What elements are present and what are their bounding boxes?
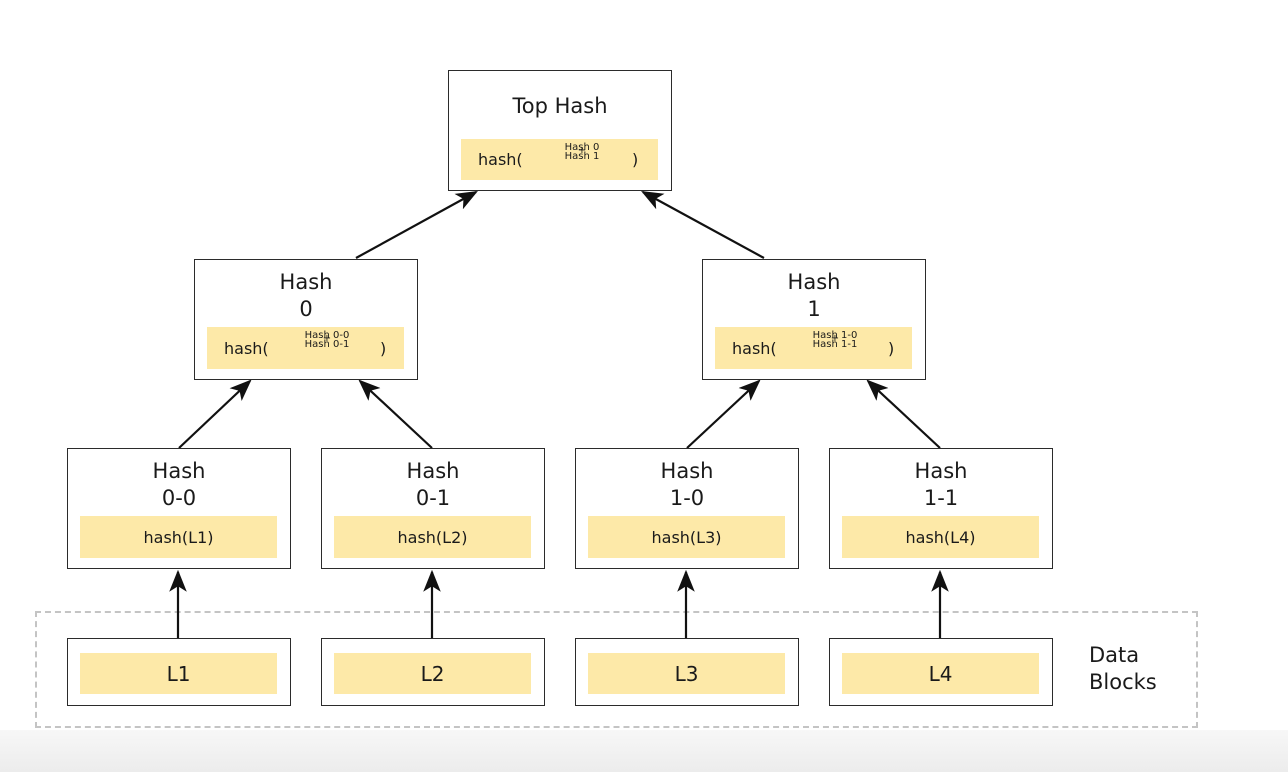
leaf-l1-pad: L1	[80, 653, 277, 694]
hash-0-operand-1: Hash 0-0	[304, 330, 350, 341]
data-blocks-label: Data Blocks	[1089, 642, 1157, 696]
top-hash-title: Top Hash	[512, 94, 608, 118]
hash-0-0-formula-text: hash(L1)	[143, 527, 214, 547]
hash-0-fn: hash(	[224, 338, 269, 358]
hash-0-title-line2: 0	[299, 297, 313, 321]
top-hash-operand-2: Hash 1	[564, 151, 600, 162]
top-hash-formula: hash( Hash 0 + Hash 1 )	[461, 139, 658, 180]
hash-0-node: Hash 0 hash( Hash 0-0 + Hash 0-1 )	[194, 259, 418, 380]
hash-1-0-node: Hash 1-0 hash(L3)	[575, 448, 799, 569]
hash-1-0-title-line2: 1-0	[669, 486, 705, 510]
bottom-strip	[0, 730, 1288, 772]
hash-0-1-node: Hash 0-1 hash(L2)	[321, 448, 545, 569]
hash-1-1-title-line1: Hash	[914, 459, 968, 483]
top-hash-close: )	[632, 150, 639, 169]
hash-1-title-line1: Hash	[787, 270, 841, 294]
top-hash-operands: Hash 0 + Hash 1	[553, 142, 611, 162]
leaf-l1-label: L1	[166, 661, 191, 686]
hash-1-operand-2: Hash 1-1	[812, 339, 858, 350]
data-blocks-group	[35, 611, 1198, 728]
leaf-l2-pad: L2	[334, 653, 531, 694]
hash-0-1-formula: hash(L2)	[334, 516, 531, 558]
data-blocks-label-line1: Data	[1089, 643, 1140, 667]
hash-0-0-formula: hash(L1)	[80, 516, 277, 558]
hash-0-1-title-line1: Hash	[406, 459, 460, 483]
arrow-hash-1-to-top	[641, 190, 765, 259]
hash-1-operand-1: Hash 1-0	[812, 330, 858, 341]
top-hash-plus: +	[577, 145, 587, 156]
hash-1-0-formula-text: hash(L3)	[651, 527, 722, 547]
arrow-hash-1-1-to-hash-1	[866, 379, 941, 449]
leaf-l4-node: L4	[829, 638, 1053, 706]
hash-1-0-formula: hash(L3)	[588, 516, 785, 558]
hash-0-plus: +	[322, 333, 332, 344]
hash-1-1-title-line2: 1-1	[923, 486, 959, 510]
hash-1-0-title-line1: Hash	[660, 459, 714, 483]
leaf-l4-pad: L4	[842, 653, 1039, 694]
arrow-hash-0-0-to-hash-0	[178, 379, 252, 449]
hash-0-1-formula-text: hash(L2)	[397, 527, 468, 547]
leaf-l4-label: L4	[928, 661, 953, 686]
hash-1-1-node: Hash 1-1 hash(L4)	[829, 448, 1053, 569]
top-hash-fn: hash(	[478, 150, 523, 169]
top-hash-node: Top Hash hash( Hash 0 + Hash 1 )	[448, 70, 672, 191]
data-blocks-label-line2: Blocks	[1089, 670, 1157, 694]
hash-0-operands: Hash 0-0 + Hash 0-1	[295, 330, 359, 350]
hash-1-1-formula: hash(L4)	[842, 516, 1039, 558]
hash-0-0-title-line1: Hash	[152, 459, 206, 483]
hash-0-close: )	[380, 338, 387, 358]
hash-1-formula: hash( Hash 1-0 + Hash 1-1 )	[715, 327, 912, 369]
hash-0-operand-2: Hash 0-1	[304, 339, 350, 350]
arrow-hash-1-0-to-hash-1	[686, 379, 761, 449]
leaf-l3-pad: L3	[588, 653, 785, 694]
hash-1-title-line2: 1	[807, 297, 821, 321]
leaf-l2-label: L2	[420, 661, 445, 686]
hash-1-close: )	[888, 338, 895, 358]
hash-1-1-formula-text: hash(L4)	[905, 527, 976, 547]
hash-0-1-title-line2: 0-1	[415, 486, 451, 510]
leaf-l1-node: L1	[67, 638, 291, 706]
hash-1-fn: hash(	[732, 338, 777, 358]
hash-0-title-line1: Hash	[279, 270, 333, 294]
hash-0-0-title-line2: 0-0	[161, 486, 197, 510]
hash-1-operands: Hash 1-0 + Hash 1-1	[803, 330, 867, 350]
leaf-l3-node: L3	[575, 638, 799, 706]
hash-1-plus: +	[830, 333, 840, 344]
arrow-hash-0-1-to-hash-0	[358, 379, 433, 449]
leaf-l2-node: L2	[321, 638, 545, 706]
top-hash-operand-1: Hash 0	[564, 142, 600, 153]
leaf-l3-label: L3	[674, 661, 699, 686]
arrow-hash-0-to-top	[355, 190, 478, 259]
hash-0-0-node: Hash 0-0 hash(L1)	[67, 448, 291, 569]
hash-0-formula: hash( Hash 0-0 + Hash 0-1 )	[207, 327, 404, 369]
hash-1-node: Hash 1 hash( Hash 1-0 + Hash 1-1 )	[702, 259, 926, 380]
